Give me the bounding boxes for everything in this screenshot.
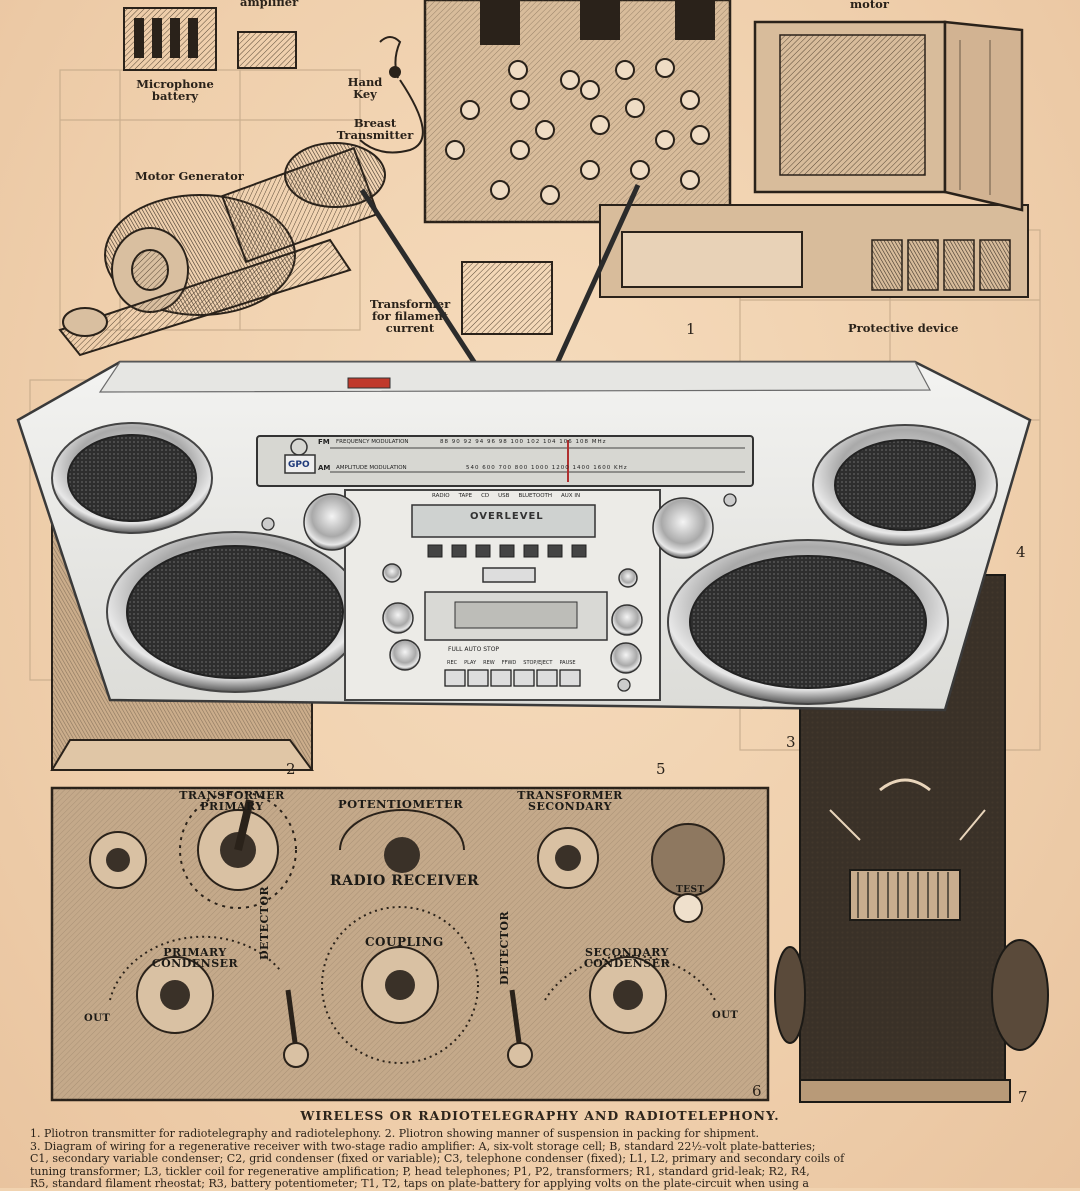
label-amplifier: amplifier (240, 0, 299, 9)
tape-ffwd-button[interactable]: FFWD (501, 660, 517, 666)
knob-tuning-left (303, 493, 361, 551)
panel-label-secondary-condenser: SECONDARY CONDENSER (583, 946, 671, 970)
speaker-tweeter-left (51, 422, 213, 534)
fm-scale: 88 90 92 94 96 98 100 102 104 106 108 MH… (440, 439, 607, 445)
antenna-right (552, 183, 641, 370)
antenna-left (359, 188, 481, 370)
radio-receiver-panel-illustration (50, 786, 770, 1102)
figure-number: 4 (1016, 543, 1026, 561)
panel-label-transformer-secondary: TRANSFORMER SECONDARY (517, 789, 623, 813)
tape-stop-eject-button[interactable]: STOP/EJECT (523, 660, 553, 666)
speaker-woofer-left (106, 531, 364, 693)
source-selector: RADIO TAPE CD USB BLUETOOTH AUX IN (432, 493, 580, 499)
motor-generator-illustration (58, 142, 386, 357)
source-cd[interactable]: CD (481, 493, 490, 499)
level-display: OVERLEVEL (470, 511, 544, 522)
am-band-description: AMPLITUDE MODULATION (336, 465, 407, 471)
panel-label-out-right: OUT (712, 1010, 739, 1021)
receiver-panel-tall-illustration (774, 574, 1049, 1103)
panel-label-primary-condenser: PRIMARY CONDENSER (151, 946, 239, 970)
label-motor: motor (850, 0, 889, 11)
panel-label-out-left: OUT (84, 1013, 111, 1024)
caption-line: C1, secondary variable condenser; C2, gr… (30, 1152, 845, 1165)
speaker-woofer-right (667, 539, 949, 705)
panel-label-test: TEST (676, 885, 705, 895)
tape-controls: REC PLAY REW FFWD STOP/EJECT PAUSE (447, 660, 576, 666)
caption-body: 1. Pliotron transmitter for radiotelegra… (0, 1127, 1080, 1191)
panel-label-transformer-primary: TRANSFORMER PRIMARY (179, 789, 285, 813)
label-transformer-filament: Transformer for filament current (369, 297, 451, 335)
am-band-label: AM (318, 464, 331, 472)
label-microphone-battery: Microphone battery (136, 77, 214, 103)
caption-line: 1. Pliotron transmitter for radiotelegra… (30, 1127, 759, 1140)
tape-rec-button[interactable]: REC (447, 660, 458, 666)
tape-auto-stop-label: FULL AUTO STOP (448, 646, 500, 653)
source-radio[interactable]: RADIO (432, 493, 450, 499)
knob-tuning-right (652, 497, 714, 559)
label-motor-generator: Motor Generator (135, 169, 244, 183)
caption-line: 3. Diagram of wiring for a regenerative … (30, 1139, 816, 1153)
speaker-tweeter-right (812, 424, 998, 546)
figure-number: 7 (1018, 1088, 1028, 1106)
tape-rew-button[interactable]: REW (483, 660, 495, 666)
figure-number: 6 (752, 1082, 762, 1100)
caption-line: tuning transformer; L3, tickler coil for… (30, 1164, 810, 1178)
source-usb[interactable]: USB (498, 493, 510, 499)
panel-label-potentiometer: POTENTIOMETER (338, 797, 464, 811)
figure-number: 5 (656, 760, 666, 778)
caption-title: WIRELESS OR RADIOTELEGRAPHY AND RADIOTEL… (300, 1108, 780, 1123)
source-bluetooth[interactable]: BLUETOOTH (518, 493, 553, 499)
tape-pause-button[interactable]: PAUSE (559, 660, 576, 666)
label-protective-device: Protective device (848, 321, 959, 335)
fm-band-label: FM (318, 438, 330, 446)
fm-band-description: FREQUENCY MODULATION (336, 439, 409, 445)
panel-label-radio-receiver: RADIO RECEIVER (330, 873, 480, 889)
tape-play-button[interactable]: PLAY (464, 660, 477, 666)
microphone-battery-illustration (123, 7, 217, 71)
motor-cabinet-illustration (753, 20, 1024, 212)
figure-number: 3 (786, 733, 796, 751)
source-aux-in[interactable]: AUX IN (561, 493, 581, 499)
source-tape[interactable]: TAPE (458, 493, 473, 499)
panel-label-coupling: COUPLING (365, 935, 444, 949)
label-breast-transmitter: Breast Transmitter (336, 116, 414, 142)
label-hand-key: Hand Key (347, 75, 383, 101)
figure-number: 2 (286, 760, 296, 778)
transmitter-cabinet-illustration (423, 0, 732, 224)
caption-line: R5, standard filament rheostat; R3, batt… (30, 1177, 809, 1190)
am-scale: 540 600 700 800 1000 1200 1400 1600 KHz (466, 465, 628, 471)
page-caption: WIRELESS OR RADIOTELEGRAPHY AND RADIOTEL… (0, 1108, 1080, 1191)
figure-number: 1 (686, 320, 696, 338)
brand-logo: GPO (288, 460, 310, 470)
